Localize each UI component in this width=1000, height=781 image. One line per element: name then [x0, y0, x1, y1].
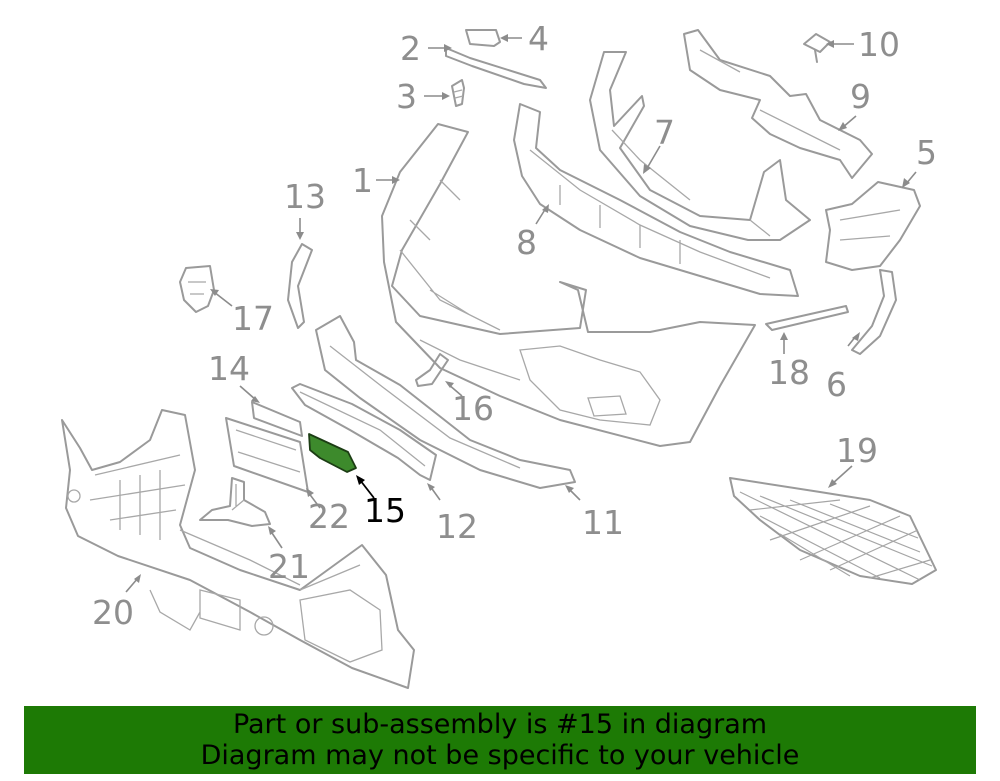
part-3-screw: [451, 79, 465, 107]
parts-diagram: 1 2 3 4 5 6 7 8 9 10 11 12 13 14 15 16 1…: [61, 19, 937, 689]
part-14-strip: [251, 401, 303, 437]
part-16-bracket: [415, 353, 449, 387]
callout-8: 8: [516, 223, 537, 262]
callout-22: 22: [308, 497, 350, 536]
callout-labels: 1 2 3 4 5 6 7 8 9 10 11 12 13 14 15 16 1…: [92, 19, 937, 632]
part-8-absorber: [513, 103, 799, 297]
callout-3: 3: [396, 77, 417, 116]
part-5-side-bracket: [825, 181, 921, 271]
callout-4: 4: [528, 19, 549, 58]
part-2-retainer: [445, 47, 547, 89]
part-7-support: [589, 51, 811, 241]
callout-2: 2: [400, 29, 421, 68]
callout-18: 18: [768, 353, 810, 392]
info-banner: Part or sub-assembly is #15 in diagram D…: [24, 706, 976, 774]
banner-line-1: Part or sub-assembly is #15 in diagram: [232, 709, 768, 740]
callout-19: 19: [836, 431, 878, 470]
part-20-carrier: [61, 409, 415, 689]
callout-11: 11: [582, 503, 624, 542]
leader-lines: [125, 34, 917, 593]
callout-21: 21: [268, 547, 310, 586]
callout-12: 12: [436, 507, 478, 546]
part-4-clip: [465, 29, 501, 47]
part-21-bracket: [199, 477, 271, 527]
callout-1: 1: [352, 161, 373, 200]
callout-13: 13: [284, 177, 326, 216]
part-6-side-strip: [851, 269, 897, 355]
banner-line-2: Diagram may not be specific to your vehi…: [200, 740, 800, 771]
callout-5: 5: [916, 133, 937, 172]
part-10-push-pin: [803, 33, 831, 63]
part-1-bumper-cover: [381, 123, 756, 447]
part-9-upper-bracket: [683, 29, 873, 179]
part-19-grille-mesh: [729, 477, 937, 585]
part-18-seal: [765, 305, 849, 331]
part-12-lower-trim: [291, 383, 437, 481]
callout-9: 9: [850, 77, 871, 116]
callout-10: 10: [858, 25, 900, 64]
callout-15-highlighted[interactable]: 15: [364, 491, 406, 530]
callout-16: 16: [452, 389, 494, 428]
callout-20: 20: [92, 593, 134, 632]
callout-14: 14: [208, 349, 250, 388]
part-11-spoiler: [315, 315, 576, 489]
callout-17: 17: [232, 299, 274, 338]
callout-7: 7: [654, 113, 675, 152]
callout-6: 6: [826, 365, 847, 404]
part-17-sensor: [179, 265, 215, 313]
part-15-highlighted[interactable]: [308, 433, 357, 473]
part-13-guide: [287, 243, 313, 329]
